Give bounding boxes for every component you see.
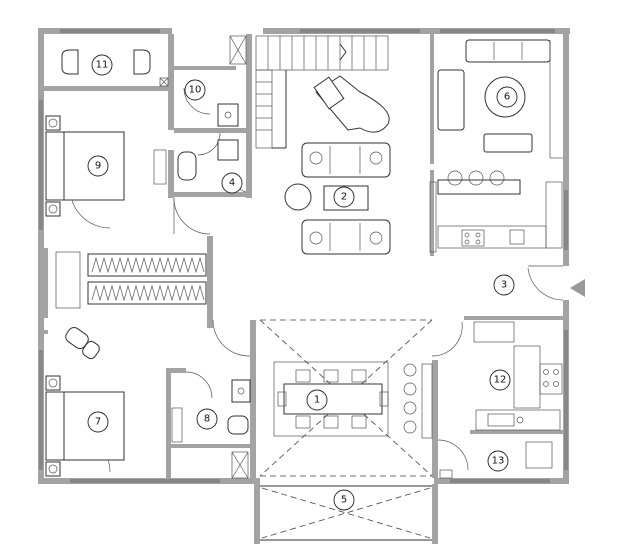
- room-label-11: 11: [91, 54, 113, 76]
- svg-text:12: 12: [494, 375, 507, 386]
- room-label-8: 8: [196, 408, 218, 430]
- svg-text:6: 6: [504, 92, 510, 103]
- room-label-1: 1: [306, 389, 328, 411]
- room-label-7: 7: [87, 411, 109, 433]
- windows: [39, 29, 568, 483]
- room-label-4: 4: [221, 172, 243, 194]
- svg-text:11: 11: [96, 60, 109, 71]
- room-label-12: 12: [489, 369, 511, 391]
- bedroom-9-furniture: [45, 115, 167, 217]
- dining-area: [259, 319, 433, 477]
- svg-text:9: 9: [95, 161, 101, 172]
- svg-text:5: 5: [341, 495, 347, 506]
- bedroom-7-furniture: [45, 326, 125, 477]
- staircase: [255, 35, 389, 149]
- svg-text:8: 8: [204, 414, 210, 425]
- svg-text:10: 10: [189, 85, 202, 96]
- svg-text:7: 7: [95, 417, 101, 428]
- room-label-2: 2: [333, 186, 355, 208]
- room-11-furniture: [61, 49, 169, 87]
- entrance-arrow-icon: [570, 279, 585, 297]
- bath-8-fixtures: [171, 379, 251, 479]
- bath-fixtures: [177, 35, 247, 181]
- svg-text:2: 2: [341, 192, 347, 203]
- wardrobes: [55, 251, 207, 309]
- room-label-3: 3: [493, 274, 515, 296]
- room-label-5: 5: [333, 489, 355, 511]
- svg-text:13: 13: [492, 456, 505, 467]
- room-label-9: 9: [87, 155, 109, 177]
- living-furniture: [284, 142, 391, 255]
- exterior-walls: [38, 28, 570, 544]
- grand-piano: [313, 75, 390, 133]
- svg-text:1: 1: [314, 395, 320, 406]
- kitchen-12: [439, 321, 563, 479]
- room-label-10: 10: [184, 79, 206, 101]
- balcony: [260, 485, 432, 541]
- svg-text:3: 3: [501, 280, 507, 291]
- interior-walls: [44, 34, 563, 480]
- room-label-6: 6: [496, 86, 518, 108]
- svg-text:4: 4: [229, 178, 235, 189]
- kitchen-upper: [429, 170, 563, 253]
- room-label-13: 13: [487, 450, 509, 472]
